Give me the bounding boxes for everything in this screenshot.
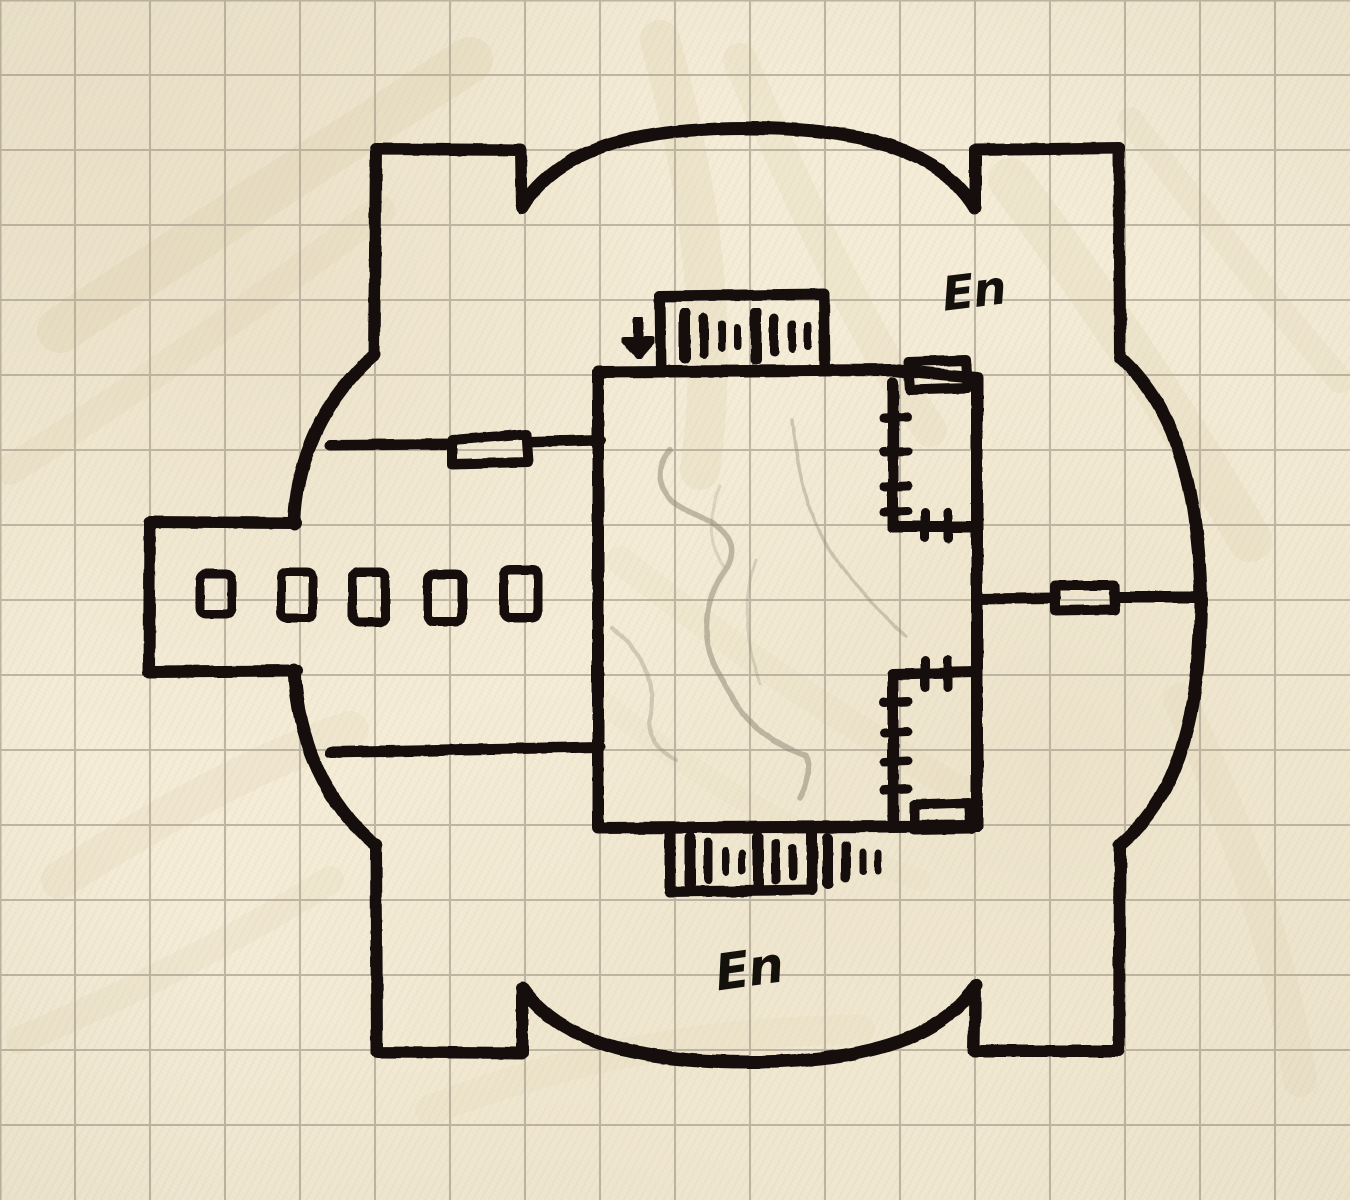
west-corridor-wing bbox=[143, 516, 303, 678]
stair-treads-northeast bbox=[879, 412, 953, 543]
pencil-underlay bbox=[609, 418, 908, 801]
tower-northwest bbox=[368, 143, 528, 362]
north-stair-vestibule bbox=[654, 288, 831, 376]
wall-upper-corridor-east bbox=[522, 434, 606, 448]
wall-east-axis bbox=[971, 591, 1206, 605]
tower-southwest bbox=[370, 839, 528, 1059]
pillar-1 bbox=[195, 569, 237, 619]
wall-upper-corridor-west bbox=[324, 438, 458, 451]
stair-treads-southeast bbox=[879, 655, 953, 795]
wall-lower-corridor bbox=[324, 741, 606, 758]
corner-towers bbox=[368, 142, 1126, 1059]
central-hall-block bbox=[592, 364, 983, 834]
pillar-4 bbox=[423, 569, 467, 627]
pillar-5 bbox=[499, 565, 543, 623]
pillar-3 bbox=[348, 567, 390, 627]
door-east-rotunda bbox=[1050, 580, 1120, 616]
pillar-2 bbox=[276, 567, 318, 623]
down-arrow-icon bbox=[620, 315, 656, 360]
stairwell-northeast bbox=[879, 376, 981, 543]
label-en-top: En bbox=[938, 260, 1009, 323]
stair-run-north bbox=[679, 306, 812, 366]
south-stair-vestibule bbox=[664, 824, 818, 898]
door-stair-north bbox=[903, 355, 973, 395]
door-west-corridor bbox=[447, 429, 533, 469]
doors bbox=[447, 355, 1120, 835]
door-stair-south bbox=[909, 798, 976, 835]
label-en-bottom: En bbox=[711, 935, 787, 1003]
outer-rotunda-wall bbox=[287, 121, 1208, 1069]
pillar-openings bbox=[195, 565, 543, 627]
stair-run-south bbox=[684, 831, 882, 892]
stairwell-southeast bbox=[879, 655, 981, 828]
tower-southeast bbox=[968, 840, 1126, 1057]
tower-northeast bbox=[969, 142, 1126, 364]
interior-corridor-walls bbox=[324, 434, 606, 758]
